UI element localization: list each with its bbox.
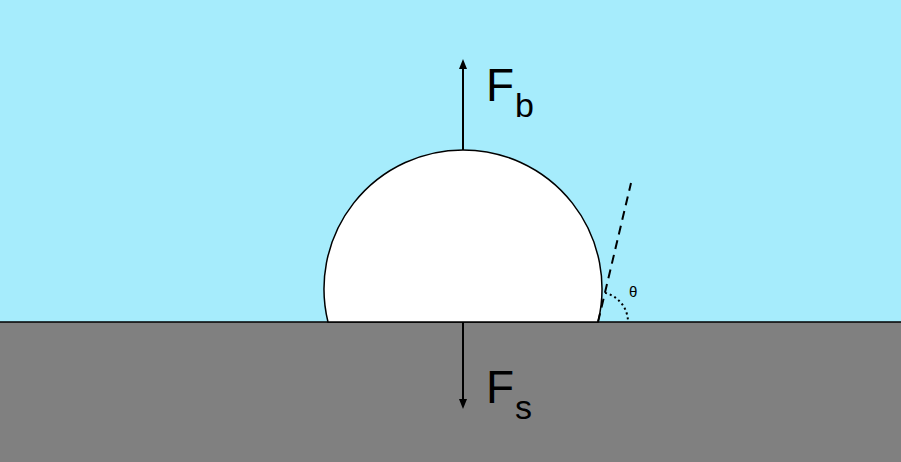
force-symbol: F: [486, 364, 514, 410]
surface-force-arrow: [462, 322, 464, 404]
angle-symbol: θ: [629, 284, 637, 299]
liquid: [0, 0, 901, 322]
bubble: [324, 150, 602, 322]
angle-arc: [605, 293, 628, 322]
force-symbol: F: [486, 62, 514, 108]
buoyancy-arrow: [462, 64, 464, 150]
tangent-line: [598, 183, 631, 322]
solid-surface: [0, 322, 901, 462]
force-subscript: b: [515, 88, 534, 122]
force-subscript: s: [515, 390, 532, 424]
